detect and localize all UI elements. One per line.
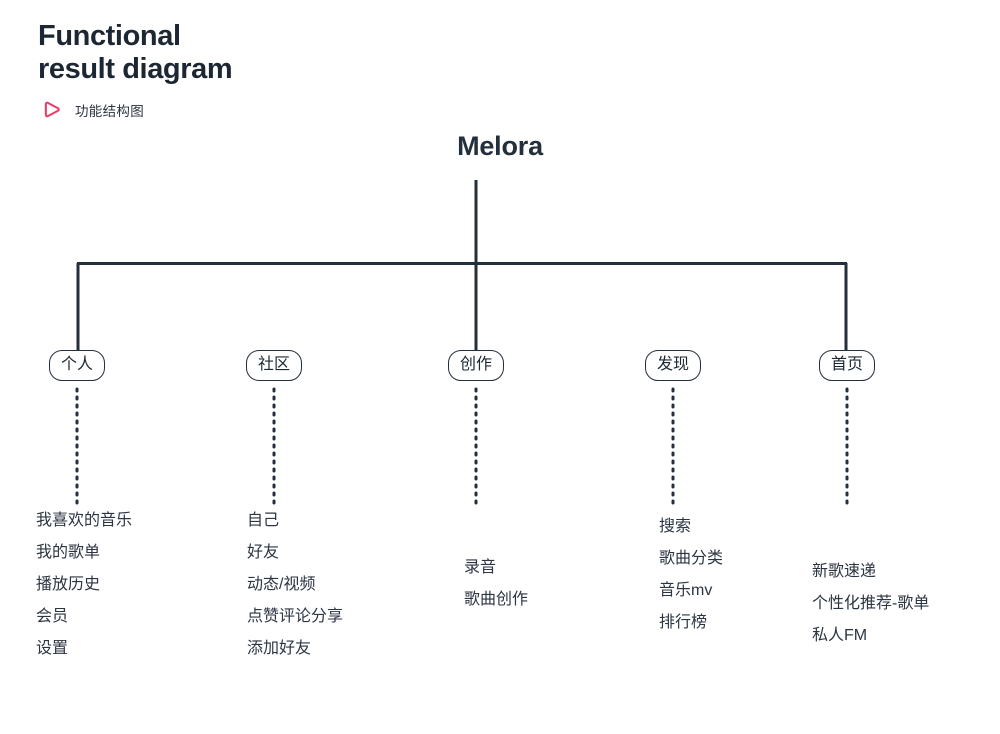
node-community[interactable]: 社区 [245,350,303,381]
root-node-label: Melora [457,131,543,161]
node-personal[interactable]: 个人 [48,350,106,381]
list-item[interactable]: 我的歌单 [36,544,101,561]
list-item[interactable]: 个性化推荐-歌单 [812,595,930,612]
list-item[interactable]: 我喜欢的音乐 [36,512,133,529]
subtitle-text: 功能结构图 [75,103,144,119]
list-item[interactable]: 添加好友 [247,640,312,657]
list-item[interactable]: 设置 [36,640,69,657]
page-title: Functional result diagram [38,20,233,85]
node-discover[interactable]: 发现 [644,350,702,381]
list-item[interactable]: 点赞评论分享 [247,608,344,625]
node-create[interactable]: 创作 [447,350,505,381]
header: Functional result diagram 功能结构图 [38,20,233,120]
node-home[interactable]: 首页 [818,350,876,381]
list-item[interactable]: 新歌速递 [812,563,877,580]
play-triangle-icon [44,101,60,118]
leaf-list-create: 录音 歌曲创作 [464,560,528,608]
list-item[interactable]: 歌曲创作 [464,591,529,608]
leaf-list-discover: 搜索 歌曲分类 音乐mv 排行榜 [659,519,723,631]
leaf-list-home: 新歌速递 个性化推荐-歌单 私人FM [812,564,929,644]
leaf-list-personal: 我喜欢的音乐 我的歌单 播放历史 会员 设置 [36,513,132,657]
list-item[interactable]: 私人FM [812,627,868,644]
list-item[interactable]: 搜索 [659,518,692,535]
list-item[interactable]: 音乐mv [659,582,713,599]
list-item[interactable]: 播放历史 [36,576,101,593]
list-item[interactable]: 歌曲分类 [659,550,724,567]
subtitle-row: 功能结构图 [43,100,232,120]
list-item[interactable]: 排行榜 [659,614,708,631]
list-item[interactable]: 自己 [247,512,280,529]
list-item[interactable]: 好友 [247,544,280,561]
list-item[interactable]: 动态/视频 [247,576,316,593]
leaf-list-community: 自己 好友 动态/视频 点赞评论分享 添加好友 [247,513,343,657]
list-item[interactable]: 录音 [464,559,497,576]
list-item[interactable]: 会员 [36,608,69,625]
